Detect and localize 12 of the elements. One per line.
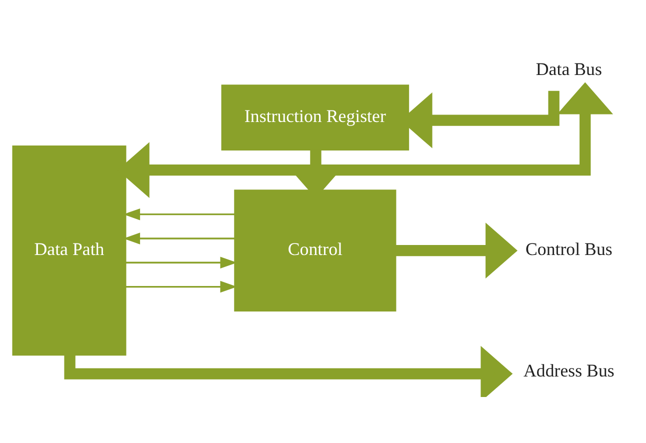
arrow — [126, 280, 238, 293]
node-text: Data Bus — [536, 58, 602, 79]
arrow — [126, 256, 238, 269]
node-box: Data Path — [12, 145, 126, 356]
arrow — [396, 222, 518, 279]
node-box: Control — [234, 190, 396, 312]
arrow — [123, 208, 235, 220]
node-box: Instruction Register — [221, 84, 410, 151]
node-text: Address Bus — [523, 360, 614, 381]
node-text: Control Bus — [525, 238, 612, 259]
arrow — [64, 346, 513, 397]
arrow — [123, 232, 235, 244]
